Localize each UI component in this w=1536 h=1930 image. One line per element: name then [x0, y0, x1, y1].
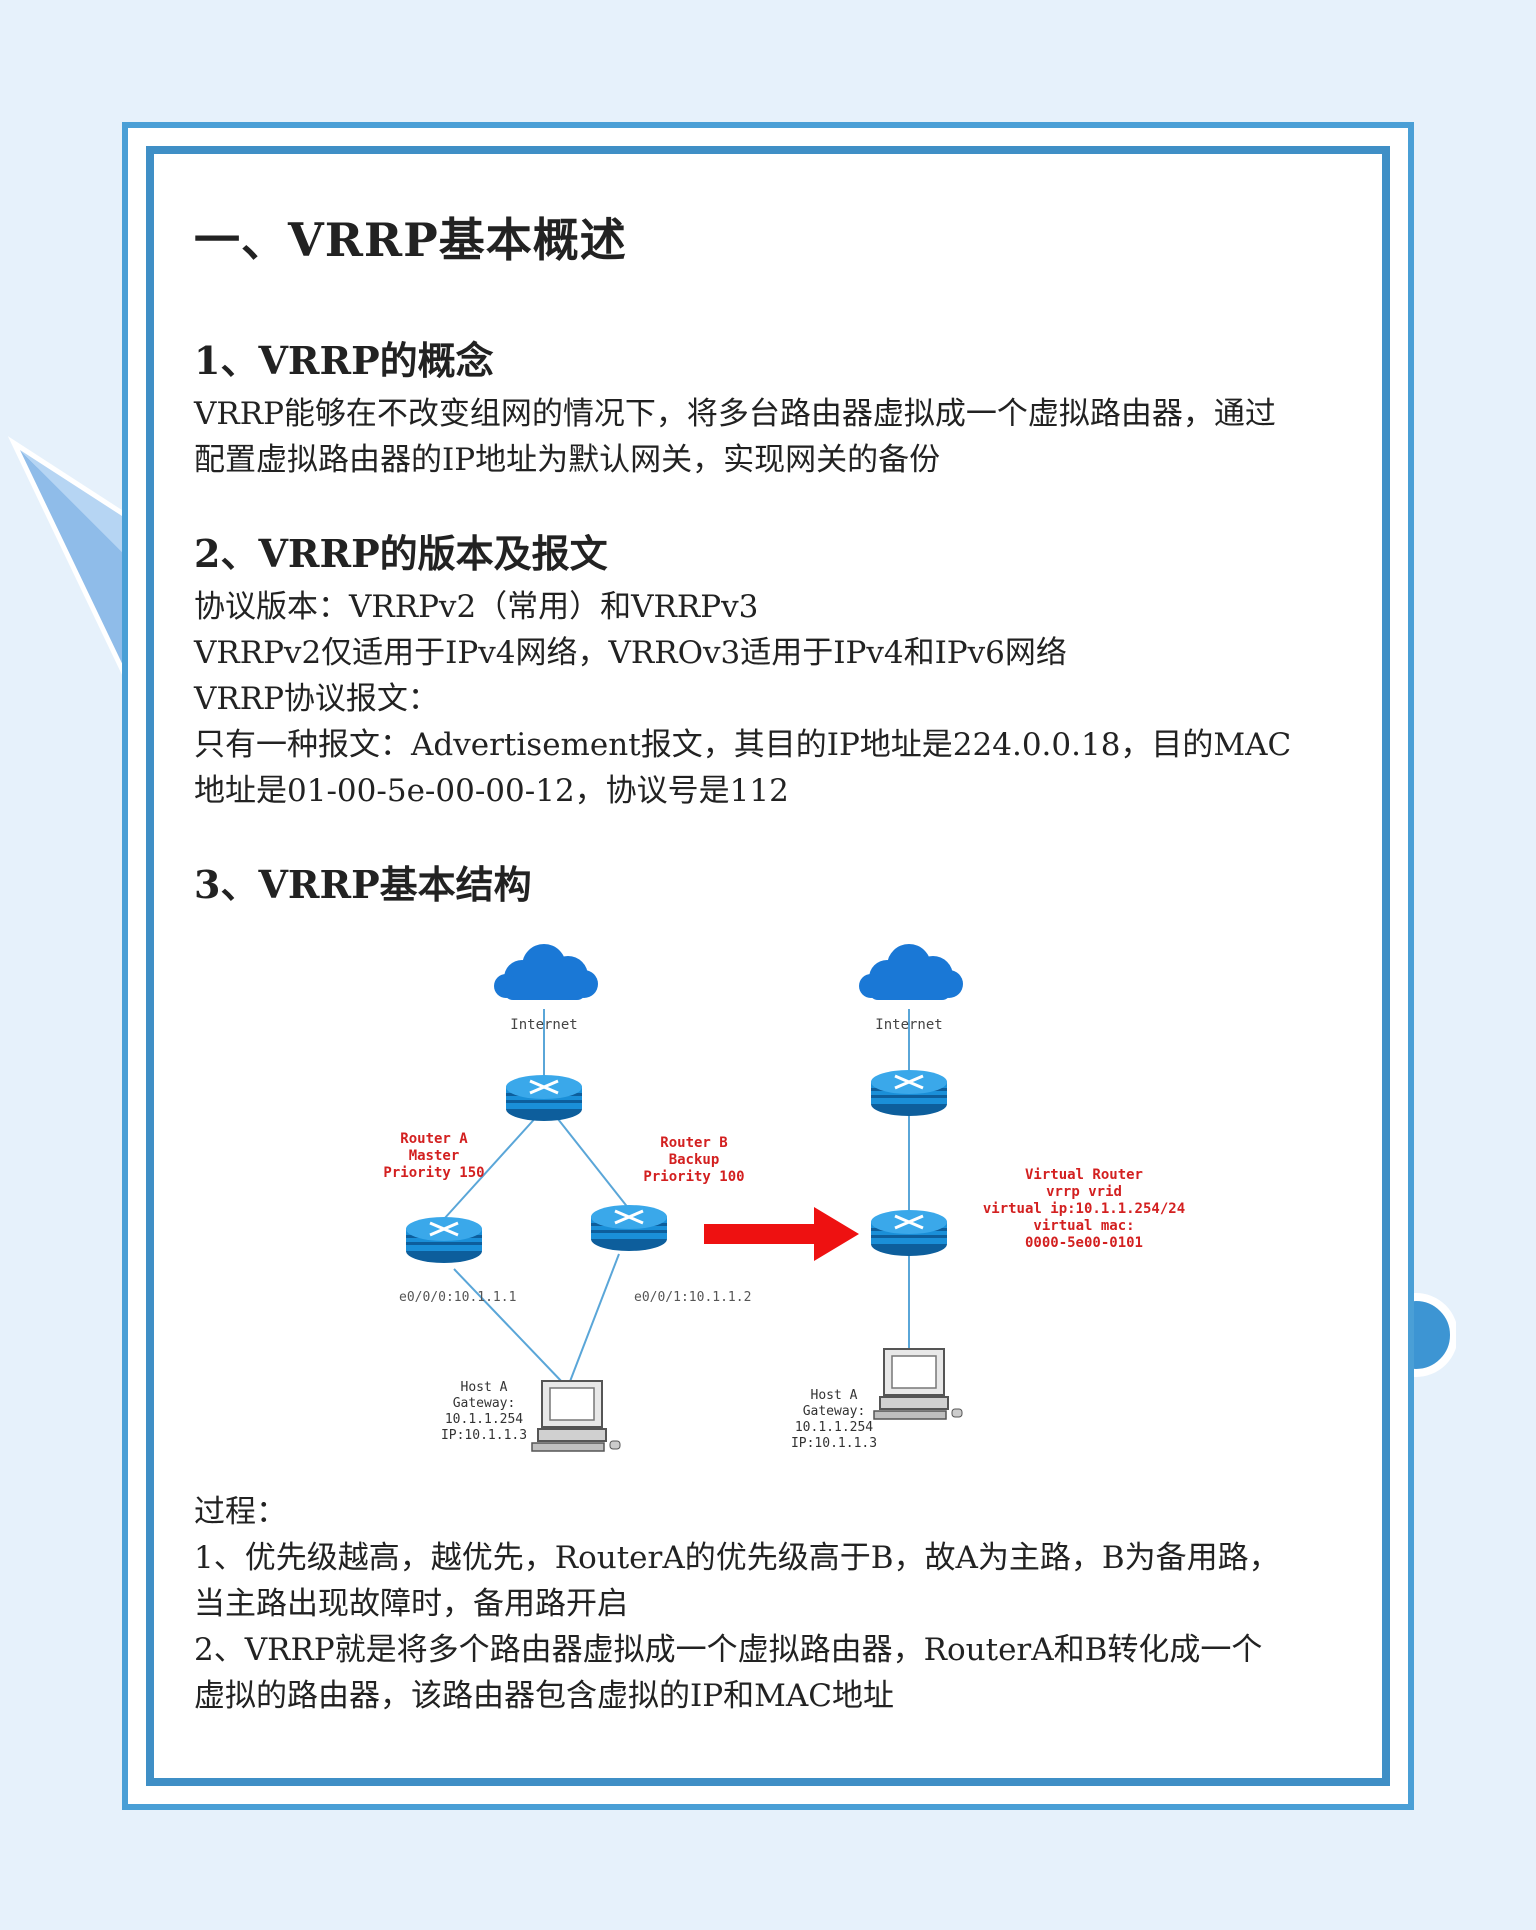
host-right-label: Host A Gateway: 10.1.1.254 IP:10.1.1.3 [791, 1388, 877, 1451]
interface-label: e0/0/1:10.1.1.2 [634, 1290, 751, 1305]
vrrp-network-svg: Internet Internet Router A Master Priori [383, 944, 1185, 1452]
svg-text:Host A: Host A [461, 1380, 508, 1395]
document-content: 一、VRRP基本概述 1、VRRP的概念 VRRP能够在不改变组网的情况下，将多… [194, 204, 1344, 1719]
router-a-icon [404, 1215, 484, 1265]
core-router-icon [869, 1068, 949, 1118]
svg-text:Router B: Router B [660, 1135, 727, 1151]
svg-text:IP:10.1.1.3: IP:10.1.1.3 [791, 1436, 877, 1451]
paragraph-line: VRRP协议报文： [194, 681, 439, 717]
virtual-router-label: Virtual Router vrrp vrid virtual ip:10.1… [983, 1167, 1185, 1251]
internet-cloud-icon [859, 944, 963, 1000]
paragraph-line: 协议版本：VRRPv2（常用）和VRRPv3 [194, 589, 759, 625]
paragraph-line: VRRPv2仅适用于IPv4网络，VRROv3适用于IPv4和IPv6网络 [194, 635, 1067, 671]
inner-frame: 一、VRRP基本概述 1、VRRP的概念 VRRP能够在不改变组网的情况下，将多… [146, 146, 1390, 1786]
virtual-router-icon [869, 1208, 949, 1258]
svg-text:virtual ip:10.1.1.254/24: virtual ip:10.1.1.254/24 [983, 1201, 1185, 1217]
internet-label: Internet [510, 1017, 577, 1033]
svg-text:0000-5e00-0101: 0000-5e00-0101 [1025, 1235, 1143, 1251]
paragraph-line: 当主路出现故障时，备用路开启 [194, 1586, 628, 1622]
paragraph-line: VRRP能够在不改变组网的情况下，将多台路由器虚拟成一个虚拟路由器，通过 [194, 396, 1276, 432]
svg-text:Priority 150: Priority 150 [383, 1165, 484, 1181]
router-b-icon [589, 1203, 669, 1253]
svg-text:virtual mac:: virtual mac: [1033, 1218, 1134, 1234]
section-structure: 3、VRRP基本结构 [194, 854, 1344, 1489]
svg-text:vrrp vrid: vrrp vrid [1046, 1184, 1122, 1200]
paragraph-line: 2、VRRP就是将多个路由器虚拟成一个虚拟路由器，RouterA和B转化成一个 [194, 1632, 1263, 1668]
link-line [553, 1113, 630, 1210]
router-b-label: Router B Backup Priority 100 [643, 1135, 744, 1185]
paragraph-line: 虚拟的路由器，该路由器包含虚拟的IP和MAC地址 [194, 1678, 894, 1714]
svg-text:Master: Master [409, 1148, 460, 1164]
section-heading: 1、VRRP的概念 [194, 338, 494, 383]
svg-text:Router A: Router A [400, 1131, 468, 1147]
svg-text:10.1.1.254: 10.1.1.254 [445, 1412, 523, 1427]
svg-text:Gateway:: Gateway: [453, 1396, 516, 1411]
core-router-icon [504, 1073, 584, 1123]
internet-label: Internet [875, 1017, 942, 1033]
section-process: 过程： 1、优先级越高，越优先，RouterA的优先级高于B，故A为主路，B为备… [194, 1489, 1344, 1719]
host-pc-icon [873, 1348, 963, 1420]
paragraph-line: 只有一种报文：Advertisement报文，其目的IP地址是224.0.0.1… [194, 727, 1292, 763]
link-line [453, 1268, 565, 1385]
link-line [568, 1253, 620, 1385]
paragraph-line: 地址是01-00-5e-00-00-12，协议号是112 [194, 773, 789, 809]
section-heading: 3、VRRP基本结构 [194, 862, 532, 907]
svg-text:Gateway:: Gateway: [803, 1404, 866, 1419]
interface-label: e0/0/0:10.1.1.1 [399, 1290, 516, 1305]
router-a-label: Router A Master Priority 150 [383, 1131, 484, 1181]
outer-frame: 一、VRRP基本概述 1、VRRP的概念 VRRP能够在不改变组网的情况下，将多… [122, 122, 1414, 1810]
page-title: 一、VRRP基本概述 [194, 213, 627, 267]
section-concept: 1、VRRP的概念 VRRP能够在不改变组网的情况下，将多台路由器虚拟成一个虚拟… [194, 330, 1344, 483]
section-version: 2、VRRP的版本及报文 协议版本：VRRPv2（常用）和VRRPv3 VRRP… [194, 523, 1344, 814]
link-line [443, 1113, 540, 1220]
paragraph-line: 1、优先级越高，越优先，RouterA的优先级高于B，故A为主路，B为备用路， [194, 1540, 1280, 1576]
svg-text:Backup: Backup [669, 1152, 720, 1168]
svg-text:Priority 100: Priority 100 [643, 1169, 744, 1185]
paragraph-line: 配置虚拟路由器的IP地址为默认网关，实现网关的备份 [194, 442, 941, 478]
svg-text:Virtual Router: Virtual Router [1025, 1167, 1143, 1183]
svg-text:10.1.1.254: 10.1.1.254 [795, 1420, 873, 1435]
host-pc-icon [531, 1380, 621, 1452]
process-heading: 过程： [194, 1494, 287, 1530]
svg-text:Host A: Host A [811, 1388, 858, 1403]
svg-text:IP:10.1.1.3: IP:10.1.1.3 [441, 1428, 527, 1443]
vrrp-diagram: Internet Internet Router A Master Priori [194, 929, 1344, 1489]
transform-arrow-icon [704, 1207, 859, 1261]
section-heading: 2、VRRP的版本及报文 [194, 531, 608, 576]
host-left-label: Host A Gateway: 10.1.1.254 IP:10.1.1.3 [441, 1380, 527, 1443]
internet-cloud-icon [494, 944, 598, 1000]
